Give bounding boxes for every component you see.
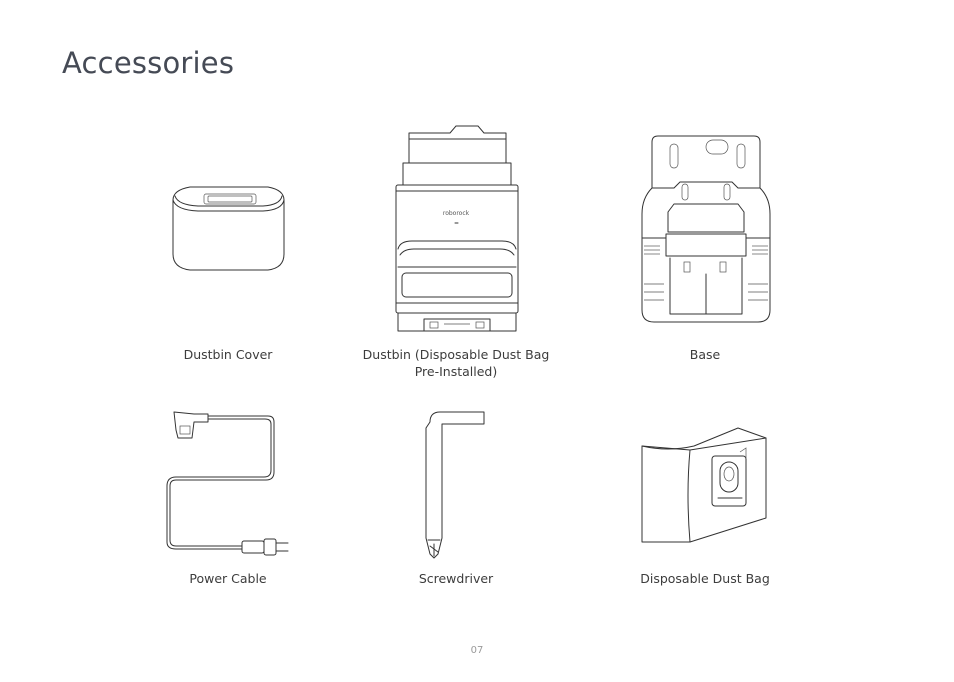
item-caption-dust-bag: Disposable Dust Bag: [640, 571, 770, 586]
base-icon: [640, 134, 772, 326]
page-title: Accessories: [62, 46, 235, 80]
dustbin-cover-icon: [168, 182, 290, 274]
dust-bag-icon: [638, 424, 772, 548]
item-caption-dustbin: Dustbin (Disposable Dust Bag Pre-Install…: [362, 347, 550, 379]
dustbin-icon: roborock: [394, 125, 520, 335]
item-caption-dustbin-cover: Dustbin Cover: [183, 347, 273, 362]
power-cable-icon: [164, 408, 294, 560]
page-number: 07: [470, 645, 484, 656]
dustbin-brand-logo: roborock: [443, 210, 470, 217]
item-caption-screwdriver: Screwdriver: [418, 571, 494, 586]
item-caption-base: Base: [689, 347, 721, 362]
item-caption-power-cable: Power Cable: [189, 571, 267, 586]
screwdriver-icon: [418, 408, 490, 562]
